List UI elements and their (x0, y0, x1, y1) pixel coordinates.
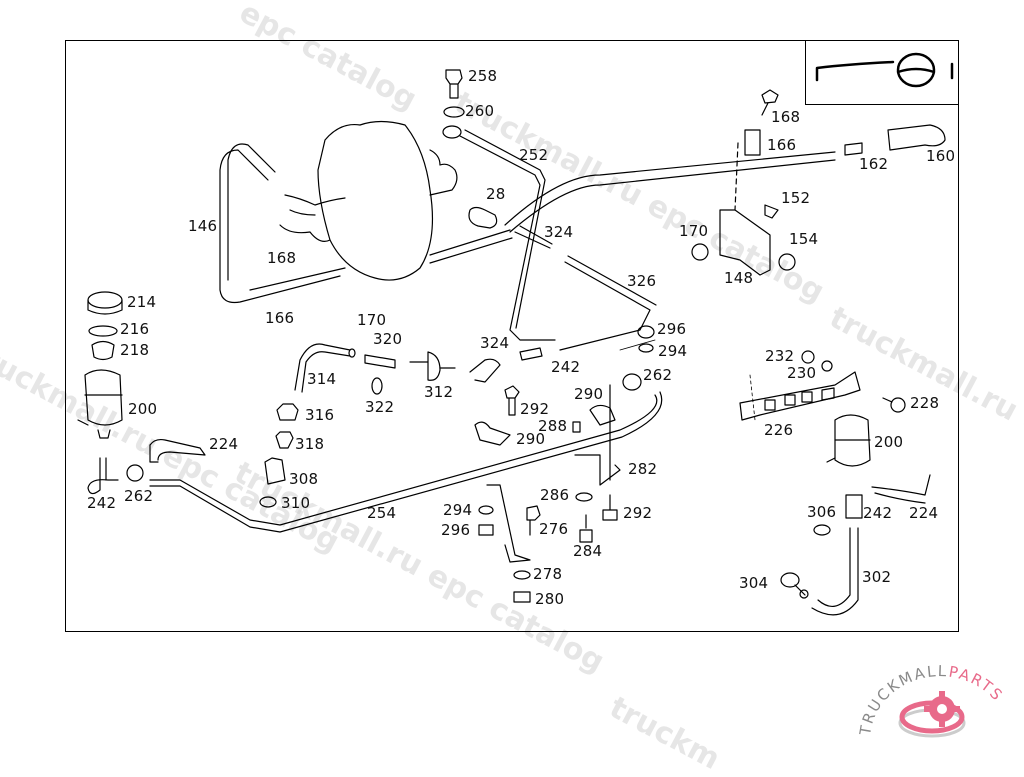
callout-326[interactable]: 326 (627, 272, 657, 290)
callout-278[interactable]: 278 (533, 565, 563, 583)
callout-296[interactable]: 296 (441, 521, 471, 539)
callout-254[interactable]: 254 (367, 504, 397, 522)
callout-214[interactable]: 214 (127, 293, 157, 311)
view-inset (805, 40, 959, 105)
callout-276[interactable]: 276 (539, 520, 569, 538)
callout-302[interactable]: 302 (862, 568, 892, 586)
callout-170[interactable]: 170 (679, 222, 709, 240)
callout-230[interactable]: 230 (787, 364, 817, 382)
callout-162[interactable]: 162 (859, 155, 889, 173)
callout-260[interactable]: 260 (465, 102, 495, 120)
brake-booster (279, 120, 458, 281)
callout-318[interactable]: 318 (295, 435, 325, 453)
callout-166[interactable]: 166 (767, 136, 797, 154)
callout-324[interactable]: 324 (544, 223, 574, 241)
callout-284[interactable]: 284 (573, 542, 603, 560)
callout-154[interactable]: 154 (789, 230, 819, 248)
callout-146[interactable]: 146 (188, 217, 218, 235)
callout-152[interactable]: 152 (781, 189, 811, 207)
callout-282[interactable]: 282 (628, 460, 658, 478)
callout-286[interactable]: 286 (540, 486, 570, 504)
callout-252[interactable]: 252 (519, 146, 549, 164)
callout-166[interactable]: 166 (265, 309, 295, 327)
callout-216[interactable]: 216 (120, 320, 150, 338)
callout-168[interactable]: 168 (771, 108, 801, 126)
callout-242[interactable]: 242 (863, 504, 893, 522)
callout-294[interactable]: 294 (658, 342, 688, 360)
callout-322[interactable]: 322 (365, 398, 395, 416)
svg-text:TRUCKMALLPARTS: TRUCKMALLPARTS (856, 662, 1007, 737)
hose-146 (219, 149, 341, 304)
callout-308[interactable]: 308 (289, 470, 319, 488)
callout-258[interactable]: 258 (468, 67, 498, 85)
diagram-frame (65, 40, 959, 632)
callout-310[interactable]: 310 (281, 494, 311, 512)
callout-320[interactable]: 320 (373, 330, 403, 348)
callout-296[interactable]: 296 (657, 320, 687, 338)
callout-324[interactable]: 324 (480, 334, 510, 352)
callout-292[interactable]: 292 (520, 400, 550, 418)
gear-logo-icon: TRUCKMALLPARTS (856, 662, 1007, 738)
callout-306[interactable]: 306 (807, 503, 837, 521)
diagram-drawing (77, 52, 954, 616)
callout-224[interactable]: 224 (209, 435, 239, 453)
callout-160[interactable]: 160 (926, 147, 956, 165)
callout-262[interactable]: 262 (643, 366, 673, 384)
callout-228[interactable]: 228 (910, 394, 940, 412)
callout-28[interactable]: 28 (486, 185, 506, 203)
callout-224[interactable]: 224 (909, 504, 939, 522)
callout-312[interactable]: 312 (424, 383, 454, 401)
callout-226[interactable]: 226 (764, 421, 794, 439)
callout-148[interactable]: 148 (724, 269, 754, 287)
truckmallparts-logo: TRUCKMALLPARTS (850, 645, 1020, 745)
steering-wheel-icon (815, 52, 954, 88)
callout-280[interactable]: 280 (535, 590, 565, 608)
callout-170[interactable]: 170 (357, 311, 387, 329)
callout-294[interactable]: 294 (443, 501, 473, 519)
callout-168[interactable]: 168 (267, 249, 297, 267)
callout-304[interactable]: 304 (739, 574, 769, 592)
callout-314[interactable]: 314 (307, 370, 337, 388)
callout-232[interactable]: 232 (765, 347, 795, 365)
callout-262[interactable]: 262 (124, 487, 154, 505)
callout-290[interactable]: 290 (574, 385, 604, 403)
callout-242[interactable]: 242 (87, 494, 117, 512)
callout-242[interactable]: 242 (551, 358, 581, 376)
callout-288[interactable]: 288 (538, 417, 568, 435)
callout-292[interactable]: 292 (623, 504, 653, 522)
callout-290[interactable]: 290 (516, 430, 546, 448)
logo-text-right: PARTS (947, 663, 1007, 705)
callout-316[interactable]: 316 (305, 406, 335, 424)
callout-200[interactable]: 200 (874, 433, 904, 451)
callout-218[interactable]: 218 (120, 341, 150, 359)
callout-200[interactable]: 200 (128, 400, 158, 418)
